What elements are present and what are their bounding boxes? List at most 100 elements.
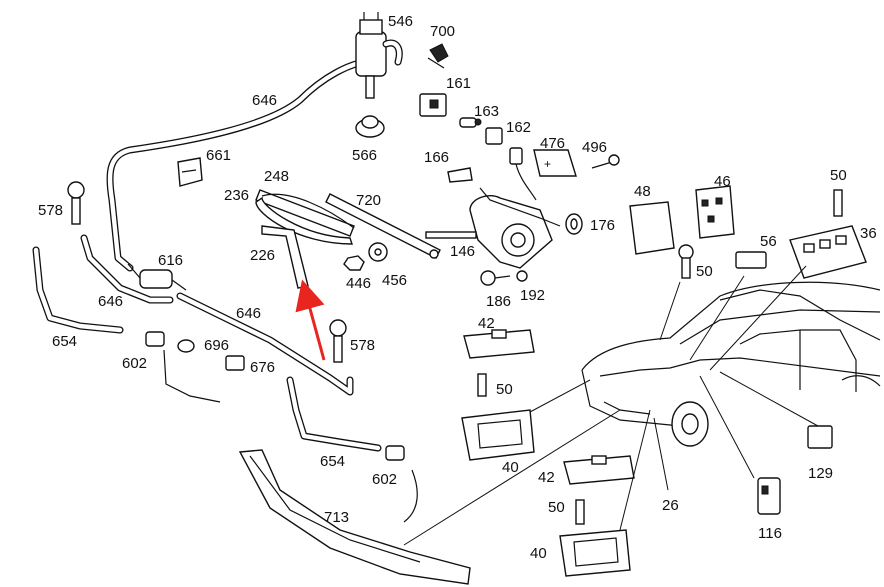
label-192: 192: [520, 287, 545, 304]
label-50-mid: 50: [696, 263, 713, 280]
housing-40-lower: [559, 529, 631, 577]
bracket-161: [419, 93, 447, 117]
label-602-right: 602: [372, 471, 397, 488]
label-26: 26: [662, 497, 679, 514]
label-116: 116: [758, 525, 782, 542]
check-valve-616: [127, 263, 187, 291]
bracket-42-lower: [563, 455, 635, 485]
control-unit-48: [629, 201, 675, 255]
nozzle-holder-602-right: [385, 445, 418, 523]
label-654-right: 654: [320, 453, 345, 470]
label-654-left: 654: [52, 333, 77, 350]
label-713: 713: [324, 509, 349, 526]
grommet-566: [355, 115, 385, 138]
plug-166: [509, 147, 537, 201]
label-176: 176: [590, 217, 615, 234]
label-456: 456: [382, 272, 407, 289]
nozzle-holder-602-left: [145, 331, 221, 403]
label-46: 46: [714, 173, 731, 190]
clip-676: [225, 355, 245, 371]
label-146: 146: [450, 243, 475, 260]
car-outline: [581, 281, 881, 447]
washer-hose-646-left: [80, 234, 174, 304]
label-40-lower: 40: [530, 545, 547, 562]
label-700: 700: [430, 23, 455, 40]
label-496: 496: [582, 139, 607, 156]
label-166: 166: [424, 149, 449, 166]
relay-129: [807, 425, 833, 449]
label-578-top: 578: [38, 202, 63, 219]
washer-hose-646-lower: [176, 292, 354, 396]
label-50-right: 50: [830, 167, 847, 184]
bulb-50-lower: [575, 499, 585, 525]
label-546: 546: [388, 13, 413, 30]
label-236: 236: [224, 187, 249, 204]
label-50-lower: 50: [548, 499, 565, 516]
red-indicator-arrow: [295, 279, 326, 361]
relay-116: [757, 477, 781, 515]
nozzle-578-lower: [329, 319, 347, 363]
bolt-186: [480, 270, 511, 286]
nozzle-578-upper: [67, 181, 85, 225]
washer-hose-646-upper: [106, 56, 384, 272]
label-616: 616: [158, 252, 183, 269]
label-646-left: 646: [98, 293, 123, 310]
bulb-50-right: [833, 189, 843, 217]
label-163: 163: [474, 103, 499, 120]
hose-654-right: [286, 376, 382, 452]
label-696: 696: [204, 337, 229, 354]
plug-162: [485, 127, 503, 145]
cap-696: [177, 339, 195, 353]
clip-700: [427, 43, 449, 69]
label-476: 476: [540, 135, 565, 152]
label-48: 48: [634, 183, 651, 200]
label-186: 186: [486, 293, 511, 310]
part-labels: 546 700 161 163 162 476 496 646 566 661 …: [38, 13, 877, 562]
switch-56: [735, 251, 767, 269]
bulb-50-mid: [678, 244, 694, 279]
hose-654-left: [32, 246, 124, 334]
label-446: 446: [346, 275, 371, 292]
washer-pump-546: [355, 12, 403, 99]
housing-40-upper: [461, 409, 535, 461]
washer-456: [368, 242, 388, 262]
label-36: 36: [860, 225, 877, 242]
nut-446: [343, 255, 365, 271]
label-720: 720: [356, 192, 381, 209]
label-226: 226: [250, 247, 275, 264]
washer-192: [516, 270, 528, 282]
bracket-42-upper: [463, 329, 535, 359]
leader-lines: [403, 265, 819, 546]
label-248: 248: [264, 168, 289, 185]
label-578-right: 578: [350, 337, 375, 354]
label-566: 566: [352, 147, 377, 164]
wiper-blade-236: [255, 196, 353, 245]
label-602-left: 602: [122, 355, 147, 372]
label-676: 676: [250, 359, 275, 376]
relay-box-36: [789, 225, 867, 279]
rubber-mount-176: [565, 213, 583, 235]
clip-166b: [447, 167, 473, 183]
bracket-476: +: [533, 149, 577, 177]
connector-163: [459, 117, 482, 128]
clip-661: [177, 157, 203, 187]
svg-text:+: +: [544, 157, 551, 171]
label-40-upper: 40: [502, 459, 519, 476]
label-42-lower: 42: [538, 469, 555, 486]
wiper-motor-assembly: [425, 187, 561, 269]
bumper-strip-713: [238, 449, 471, 585]
label-661: 661: [206, 147, 231, 164]
label-42-upper: 42: [478, 315, 495, 332]
label-646-mid: 646: [236, 305, 261, 322]
screw-496: [591, 154, 620, 169]
wiper-arm-720: [325, 193, 441, 259]
wiper-blade-248: [255, 189, 355, 237]
control-unit-46: [695, 185, 735, 239]
label-162: 162: [506, 119, 531, 136]
label-50-upper: 50: [496, 381, 513, 398]
label-56: 56: [760, 233, 777, 250]
bulb-50-upper: [477, 373, 487, 397]
label-161: 161: [446, 75, 471, 92]
label-646-top: 646: [252, 92, 277, 109]
